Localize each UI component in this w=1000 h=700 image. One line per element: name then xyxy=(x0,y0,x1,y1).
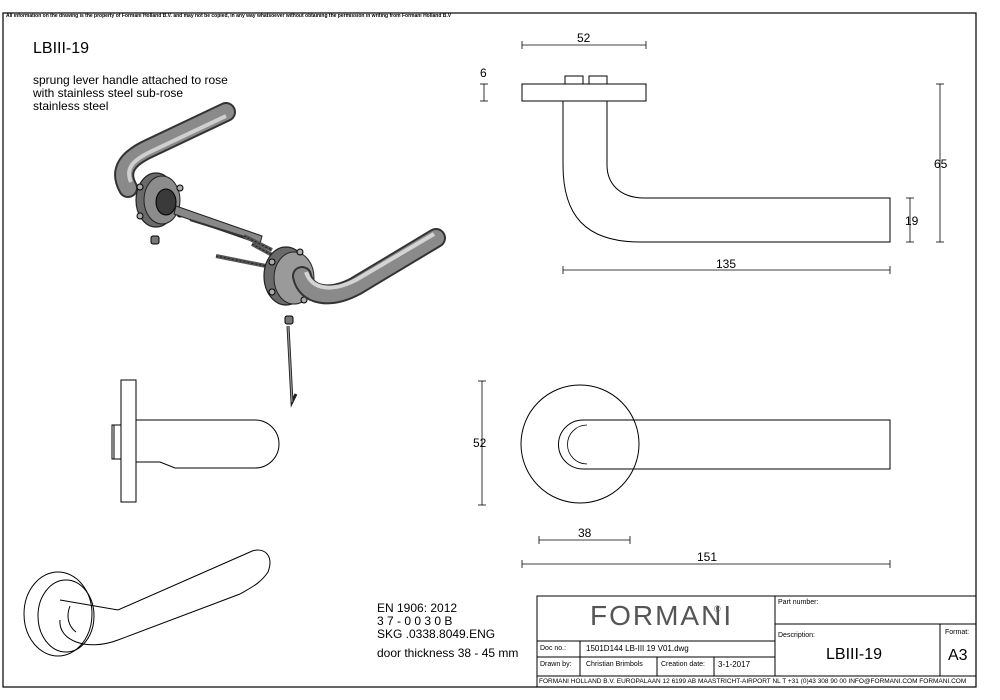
dim-lever-thickness: 19 xyxy=(905,214,919,228)
dimension-lines xyxy=(478,41,944,568)
dim-total-length: 151 xyxy=(697,550,718,564)
front-view xyxy=(111,379,280,503)
doc-no-label: Doc no.: xyxy=(540,645,567,652)
sheet-border xyxy=(2,12,977,688)
part-number-label: Part number: xyxy=(778,599,819,606)
description-label: Description: xyxy=(778,632,815,639)
format-label: Format: xyxy=(945,629,970,636)
brand-logo: FORMANI xyxy=(590,600,734,631)
spec-code: 3 7 - 0 0 3 0 B xyxy=(377,614,453,628)
drawn-by-label: Drawn by: xyxy=(540,661,572,668)
side-view xyxy=(521,75,891,243)
description-line: with stainless steel sub-rose xyxy=(33,86,184,100)
copyright-notice: All information on the drawing is the pr… xyxy=(6,13,452,19)
product-code: LBIII-19 xyxy=(33,40,90,57)
spec-door-thickness: door thickness 38 - 45 mm xyxy=(377,646,519,660)
creation-date-label: Creation date: xyxy=(661,661,705,668)
description-line: stainless steel xyxy=(33,99,109,113)
dim-rose-width: 52 xyxy=(577,31,591,45)
isometric-exploded-view xyxy=(114,102,446,408)
spec-standard: EN 1906: 2012 xyxy=(377,601,458,615)
dim-rose-diameter: 52 xyxy=(473,436,487,450)
description-line: sprung lever handle attached to rose xyxy=(33,73,228,87)
title-block xyxy=(536,595,977,688)
brand-registered-mark: ® xyxy=(714,604,721,614)
rose-view xyxy=(520,384,891,504)
dim-lever-length: 135 xyxy=(716,257,737,271)
dim-offset: 38 xyxy=(578,526,592,540)
dim-rose-thickness: 6 xyxy=(480,66,487,80)
creation-date-value: 3-1-2017 xyxy=(718,660,751,669)
description-value: LBIII-19 xyxy=(826,646,883,663)
perspective-view xyxy=(23,549,271,657)
doc-no-value: 1501D144 LB-III 19 V01.dwg xyxy=(586,644,689,653)
format-value: A3 xyxy=(948,647,968,664)
drawn-by-value: Christian Brimbols xyxy=(586,661,643,668)
dim-height: 65 xyxy=(934,157,948,171)
spec-skg: SKG .0338.8049.ENG xyxy=(377,627,496,641)
footer-address: FORMANI HOLLAND B.V. EUROPALAAN 12 6199 … xyxy=(539,678,967,685)
